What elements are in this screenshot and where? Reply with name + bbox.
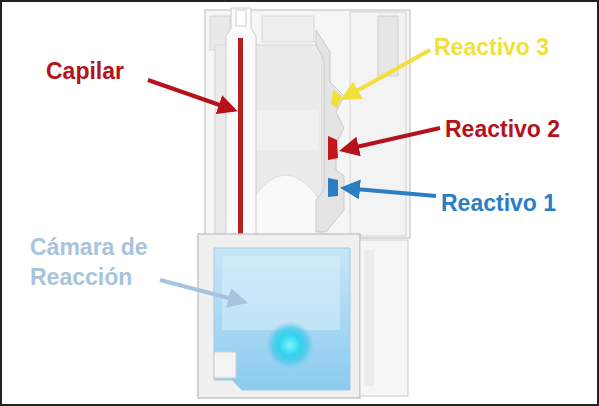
cavity-shade [255, 110, 318, 150]
reagent-1-drop [328, 178, 338, 197]
leader-arrow [344, 50, 430, 98]
leader-arrow [344, 188, 436, 196]
capillary-housing [226, 8, 256, 240]
right-slot [378, 16, 398, 76]
cavity-arch [252, 175, 320, 236]
side-tab-groove [364, 250, 374, 386]
part-label: Reactivo 3 [434, 32, 594, 62]
reagent-channel [316, 30, 344, 232]
capillary-tube [238, 38, 243, 240]
reagent-2-drop [328, 136, 338, 160]
chamber-liquid [214, 248, 350, 390]
leader-arrow [160, 280, 244, 302]
part-label: Reactivo 2 [445, 114, 595, 144]
reaction-glow [266, 321, 314, 369]
capillary-tip [236, 10, 246, 26]
part-label: Cámara de Reacción [30, 232, 180, 292]
chamber-highlight [222, 256, 340, 330]
right-block [350, 12, 406, 236]
body-notch [262, 16, 314, 42]
leader-arrow [148, 80, 234, 110]
leader-arrow [343, 128, 440, 150]
chamber-housing [198, 234, 360, 398]
side-tab [360, 240, 408, 396]
chamber-ledge [214, 352, 236, 378]
part-label: Reactivo 1 [441, 188, 591, 218]
part-label: Capilar [46, 56, 156, 86]
reagent-3-drop [331, 90, 342, 108]
